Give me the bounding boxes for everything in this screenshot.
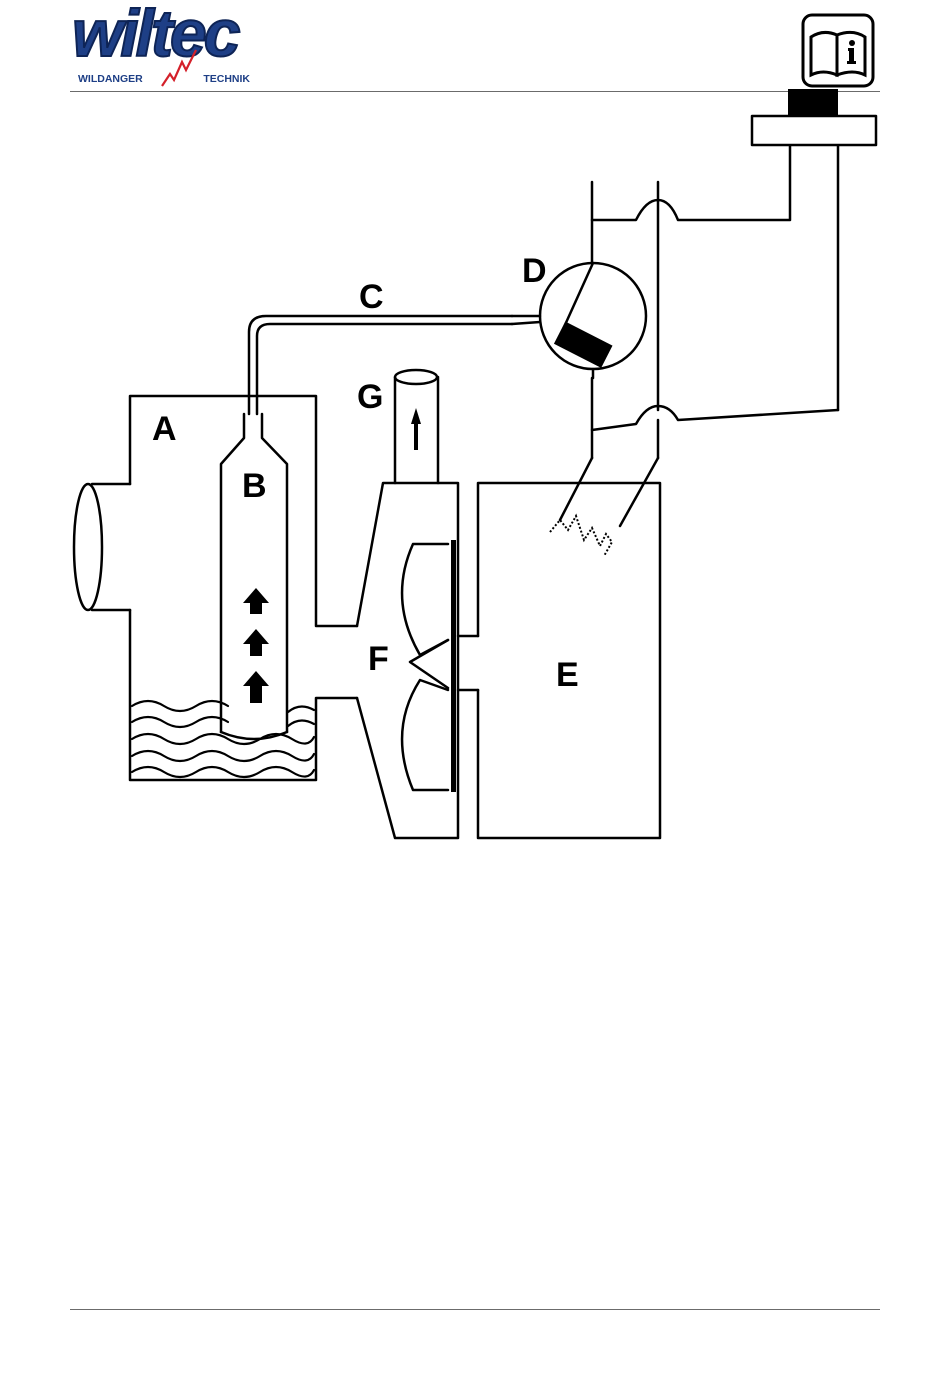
fan-shaft-plate — [451, 540, 456, 792]
label-b: B — [242, 467, 267, 505]
label-f: F — [368, 640, 389, 678]
label-a: A — [152, 410, 177, 448]
heating-element — [550, 516, 612, 556]
flow-arrow-icon — [243, 629, 269, 656]
footer-divider — [70, 1309, 880, 1310]
terminal-plug — [752, 116, 876, 145]
label-e: E — [556, 656, 579, 694]
component-a-tank — [74, 396, 357, 780]
flow-arrow-icon — [243, 671, 269, 703]
label-d: D — [522, 252, 547, 290]
flow-arrow-icon — [243, 588, 269, 614]
terminal-plug-cap — [788, 89, 838, 116]
wiring-lines — [560, 146, 838, 526]
label-c: C — [359, 278, 384, 316]
label-g: G — [357, 378, 383, 416]
exhaust-arrow-icon — [411, 408, 421, 450]
